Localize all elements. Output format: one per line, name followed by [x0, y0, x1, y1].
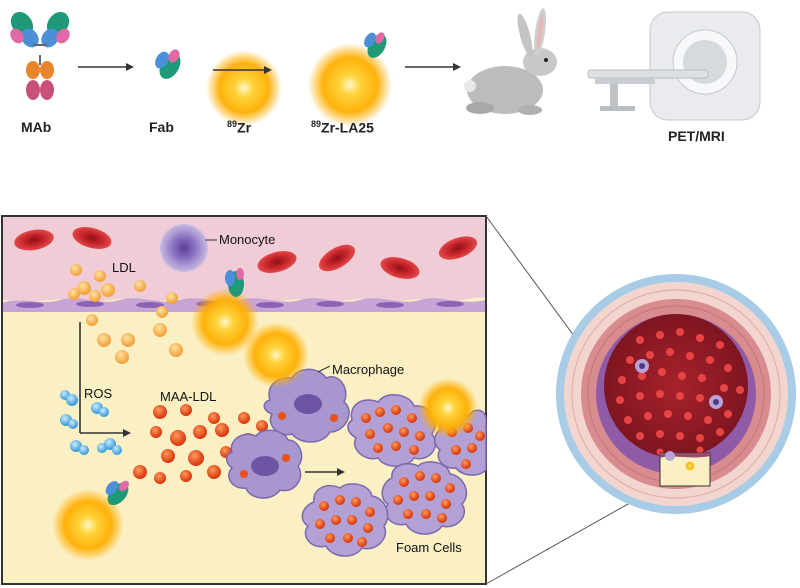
- pet-mri-label: PET/MRI: [668, 128, 725, 144]
- arrowhead-icon: [453, 63, 461, 71]
- tracer-glows: [52, 288, 478, 561]
- foam-cells-label: Foam Cells: [396, 540, 462, 555]
- fab-label: Fab: [149, 119, 174, 135]
- maa-ldl-label: MAA-LDL: [160, 389, 217, 404]
- pet-mri-scanner-icon: [587, 11, 761, 121]
- ros-molecules: [60, 390, 122, 455]
- monocyte-label: Monocyte: [219, 232, 276, 247]
- tracer-label: 89Zr-LA25: [311, 119, 374, 136]
- zr89-label: 89Zr: [227, 119, 252, 136]
- macrophage-label: Macrophage: [332, 362, 405, 377]
- red-blood-cells: [14, 227, 478, 279]
- fab-fragment-icon: [105, 480, 129, 506]
- ldl-particles: [68, 264, 183, 364]
- fab-icon: [155, 49, 181, 79]
- conversion-arrow: [79, 322, 131, 437]
- mab-label: MAb: [21, 119, 52, 135]
- artery-cross-section: [556, 274, 796, 514]
- ros-label: ROS: [84, 386, 113, 401]
- mab-icon: [10, 11, 70, 100]
- fab-fragment-icon: [225, 268, 244, 297]
- foam-cells: [301, 394, 487, 557]
- tracer-icon: [308, 32, 392, 127]
- ldl-label: LDL: [112, 260, 136, 275]
- macrophage-uptake-cell: [226, 429, 303, 499]
- monocyte-cell: [160, 224, 217, 272]
- rabbit-icon: [464, 8, 557, 115]
- zr89-glow-icon: [206, 50, 282, 126]
- arrowhead-icon: [264, 66, 272, 74]
- arrowhead-icon: [337, 468, 345, 476]
- arrowhead-icon: [126, 63, 134, 71]
